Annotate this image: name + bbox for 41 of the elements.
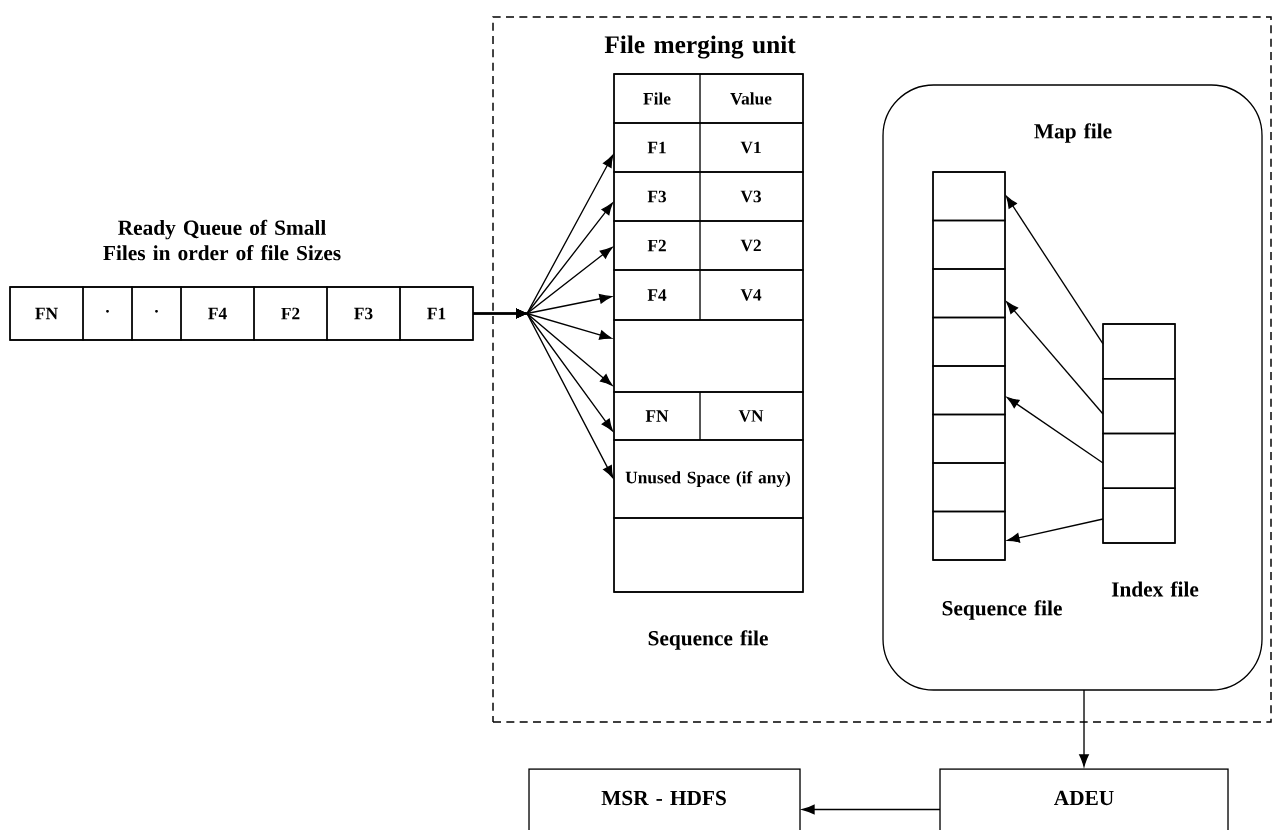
empty-cell <box>1102 487 1176 544</box>
node-label: Index file <box>1111 581 1199 597</box>
process-box: MSR - HDFS <box>528 768 801 830</box>
table-row <box>613 517 804 593</box>
arrow <box>472 308 614 479</box>
empty-cell <box>932 413 1006 464</box>
queue-cell: · <box>131 286 182 341</box>
table-row: File Value <box>613 73 804 124</box>
table-row: Unused Space (if any) <box>613 439 804 519</box>
queue-cell: F2 <box>253 286 328 341</box>
queue-cell: F3 <box>326 286 401 341</box>
node-label: Sequence file <box>648 630 768 650</box>
node-label: Ready Queue of Small Files in order of file Sizes <box>103 219 341 261</box>
empty-cell <box>1102 323 1176 380</box>
arrow <box>1006 396 1104 464</box>
queue-cell: · <box>82 286 133 341</box>
arrow <box>1007 518 1104 543</box>
empty-cell <box>932 171 1006 222</box>
table-row: FN VN <box>613 391 804 441</box>
empty-cell <box>932 510 1006 561</box>
table-row: F3 V3 <box>613 171 804 222</box>
arrow <box>1079 689 1089 767</box>
empty-cell <box>1102 378 1176 435</box>
process-box: ADEU <box>939 768 1229 830</box>
queue-cell: FN <box>9 286 84 341</box>
arrow <box>1006 301 1104 415</box>
empty-cell <box>932 268 1006 319</box>
queue-cell: F1 <box>399 286 474 341</box>
empty-cell <box>1102 432 1176 489</box>
table-row: F4 V4 <box>613 269 804 321</box>
empty-cell <box>932 365 1006 416</box>
empty-cell <box>932 316 1006 367</box>
table-row: F2 V2 <box>613 220 804 271</box>
node-label: Sequence file <box>942 600 1062 620</box>
table-row <box>613 319 804 393</box>
empty-cell <box>932 462 1006 513</box>
table-row: F1 V1 <box>613 122 804 173</box>
arrow <box>802 804 941 815</box>
queue-cell: F4 <box>180 286 255 341</box>
empty-cell <box>932 219 1006 270</box>
arrow <box>1005 195 1104 345</box>
